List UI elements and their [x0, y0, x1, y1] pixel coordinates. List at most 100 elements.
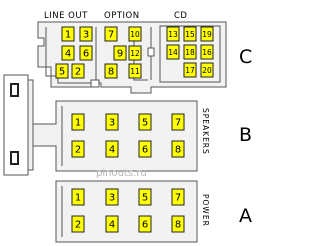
- pin-number: 17: [185, 66, 195, 75]
- pin-box: [71, 215, 85, 233]
- connector-b: B SPEAKERS: [32, 100, 252, 172]
- connector-diagram: LINE OUT OPTION CD C B SPEAKERS A POWER …: [3, 11, 252, 243]
- pin-box: [105, 113, 119, 131]
- pin-number: 7: [175, 118, 181, 129]
- pin-number: 12: [130, 49, 140, 58]
- pin-c-18: 18: [183, 44, 197, 60]
- pin-box: [71, 113, 85, 131]
- pin-number: 7: [175, 193, 181, 204]
- pin-number: 15: [185, 30, 195, 39]
- pin-number: 8: [175, 145, 181, 156]
- pin-box: [171, 188, 185, 206]
- pin-box: [105, 140, 119, 158]
- pin-box: [71, 188, 85, 206]
- pin-number: 3: [109, 118, 115, 129]
- pin-c-5: 5: [55, 63, 69, 79]
- connector-b-label: SPEAKERS: [201, 108, 210, 155]
- pin-a-5: 5: [138, 188, 152, 206]
- pin-box: [128, 63, 142, 79]
- pin-number: 4: [109, 220, 115, 231]
- pin-number: 13: [168, 30, 178, 39]
- pin-c-1: 1: [61, 26, 75, 42]
- connector-b-letter: B: [239, 124, 252, 146]
- connector-a-label: POWER: [201, 194, 210, 227]
- watermark: pinouts.ru: [96, 168, 147, 179]
- pin-c-19: 19: [200, 26, 214, 42]
- pin-number: 5: [142, 193, 148, 204]
- pin-box: [138, 113, 152, 131]
- pin-number: 6: [142, 220, 148, 231]
- pin-number: 3: [109, 193, 115, 204]
- pin-box: [113, 45, 127, 61]
- pin-box: [104, 63, 118, 79]
- connector-a-letter: A: [239, 205, 252, 227]
- pin-number: 2: [75, 220, 81, 231]
- pin-c-15: 15: [183, 26, 197, 42]
- pin-number: 4: [109, 145, 115, 156]
- pin-number: 2: [75, 67, 81, 78]
- pin-a-2: 2: [71, 215, 85, 233]
- pin-number: 19: [202, 30, 212, 39]
- pin-b-2: 2: [71, 140, 85, 158]
- pin-a-7: 7: [171, 188, 185, 206]
- pin-number: 1: [65, 30, 71, 41]
- pin-box: [200, 26, 214, 42]
- group-label-line-out: LINE OUT: [44, 11, 88, 21]
- pin-number: 18: [185, 48, 195, 57]
- pin-box: [79, 26, 93, 42]
- connector-a: A POWER: [55, 180, 252, 243]
- side-latch: [3, 74, 34, 176]
- pin-number: 8: [175, 220, 181, 231]
- pin-box: [71, 140, 85, 158]
- pin-box: [128, 45, 142, 61]
- pin-box: [171, 140, 185, 158]
- pin-number: 20: [202, 66, 212, 75]
- pin-number: 14: [168, 48, 178, 57]
- pin-box: [104, 26, 118, 42]
- pin-c-3: 3: [79, 26, 93, 42]
- pin-c-12: 12: [128, 45, 142, 61]
- pin-number: 10: [130, 30, 140, 39]
- pin-a-8: 8: [171, 215, 185, 233]
- pin-box: [166, 44, 180, 60]
- pin-b-6: 6: [138, 140, 152, 158]
- pin-box: [128, 26, 142, 42]
- pin-number: 6: [83, 49, 89, 60]
- pin-a-4: 4: [105, 215, 119, 233]
- pin-box: [105, 188, 119, 206]
- pin-c-4: 4: [61, 45, 75, 61]
- pin-box: [55, 63, 69, 79]
- pin-box: [171, 113, 185, 131]
- pin-number: 6: [142, 145, 148, 156]
- pin-c-9: 9: [113, 45, 127, 61]
- pin-box: [71, 63, 85, 79]
- pin-a-3: 3: [105, 188, 119, 206]
- pin-c-2: 2: [71, 63, 85, 79]
- pin-box: [61, 26, 75, 42]
- pin-box: [200, 62, 214, 78]
- pin-c-16: 16: [200, 44, 214, 60]
- pin-box: [183, 62, 197, 78]
- pin-number: 11: [130, 67, 140, 76]
- pin-number: 9: [117, 49, 123, 60]
- pin-c-7: 7: [104, 26, 118, 42]
- pin-b-3: 3: [105, 113, 119, 131]
- pin-box: [171, 215, 185, 233]
- pin-number: 1: [75, 193, 81, 204]
- diagram-canvas: LINE OUT OPTION CD C B SPEAKERS A POWER …: [3, 11, 252, 243]
- connector-c-letter: C: [239, 46, 252, 68]
- pin-number: 3: [83, 30, 89, 41]
- pin-b-5: 5: [138, 113, 152, 131]
- pin-c-17: 17: [183, 62, 197, 78]
- pin-number: 1: [75, 118, 81, 129]
- pin-c-20: 20: [200, 62, 214, 78]
- pin-box: [79, 45, 93, 61]
- pin-number: 8: [108, 67, 114, 78]
- pin-c-8: 8: [104, 63, 118, 79]
- pin-box: [166, 26, 180, 42]
- pin-number: 5: [59, 67, 65, 78]
- pin-number: 2: [75, 145, 81, 156]
- pin-box: [200, 44, 214, 60]
- pin-b-7: 7: [171, 113, 185, 131]
